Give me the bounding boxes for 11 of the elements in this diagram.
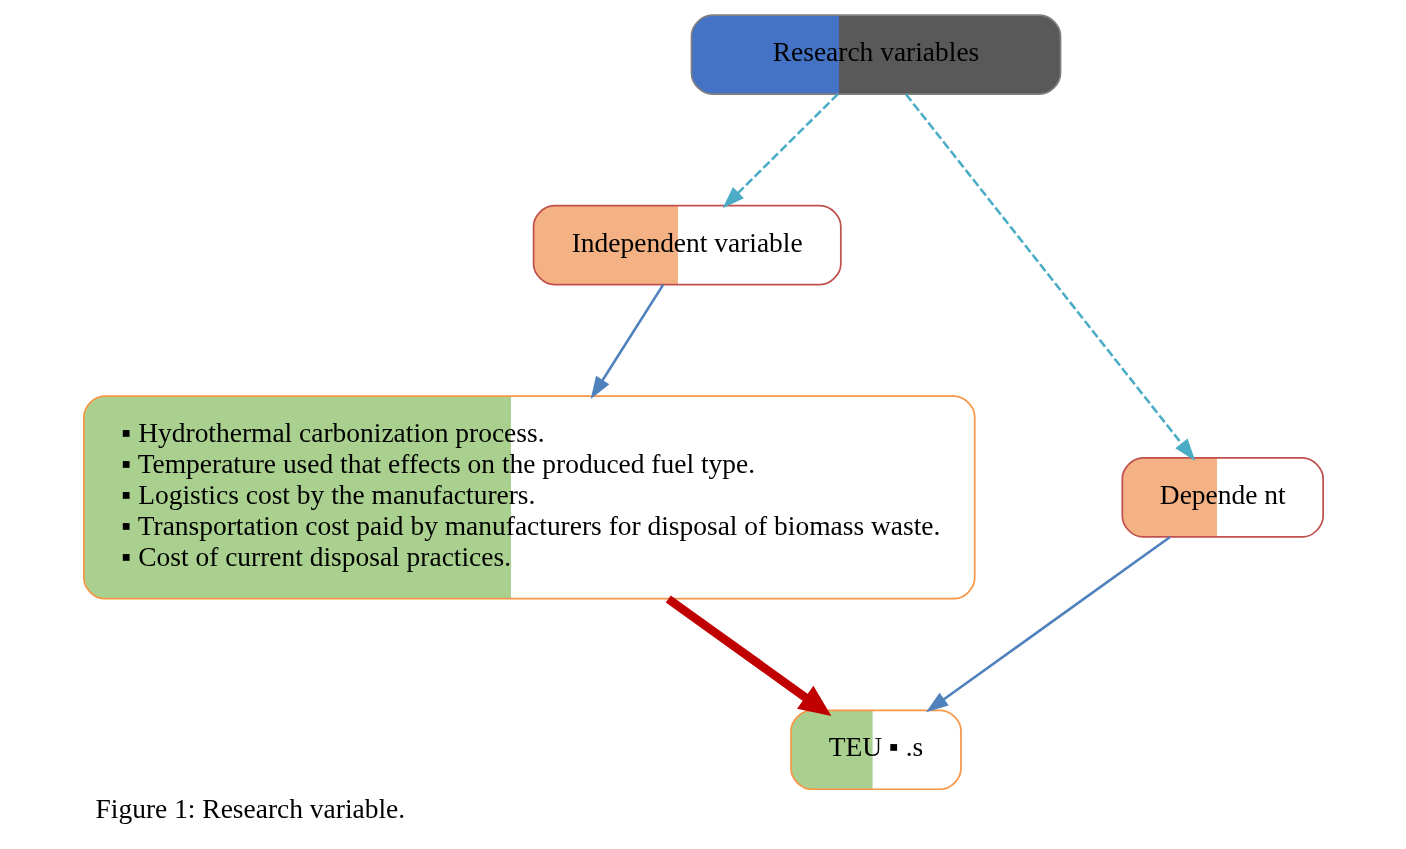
arrow — [665, 595, 831, 716]
node-box: Independent variable — [532, 204, 842, 286]
node-box: Depende nt — [1120, 457, 1324, 538]
node-box: Research variables — [690, 14, 1061, 95]
arrow — [925, 535, 1171, 713]
arrow — [904, 93, 1195, 461]
arrow — [722, 93, 839, 209]
arrow — [590, 283, 664, 399]
node-box: ▪ Hydrothermal carbonization process. ▪ Temperature used that effects on the produced fuel type. ▪ Logistics cost by the manufacturers. ▪ Transportation cost paid by manufacturers for disposal of biomass waste. ▪ Cost of current disposal practices. — [82, 395, 976, 600]
node-box: TEU ▪ .s — [789, 709, 962, 791]
caption: Figure 1: Research variable. — [95, 794, 405, 825]
